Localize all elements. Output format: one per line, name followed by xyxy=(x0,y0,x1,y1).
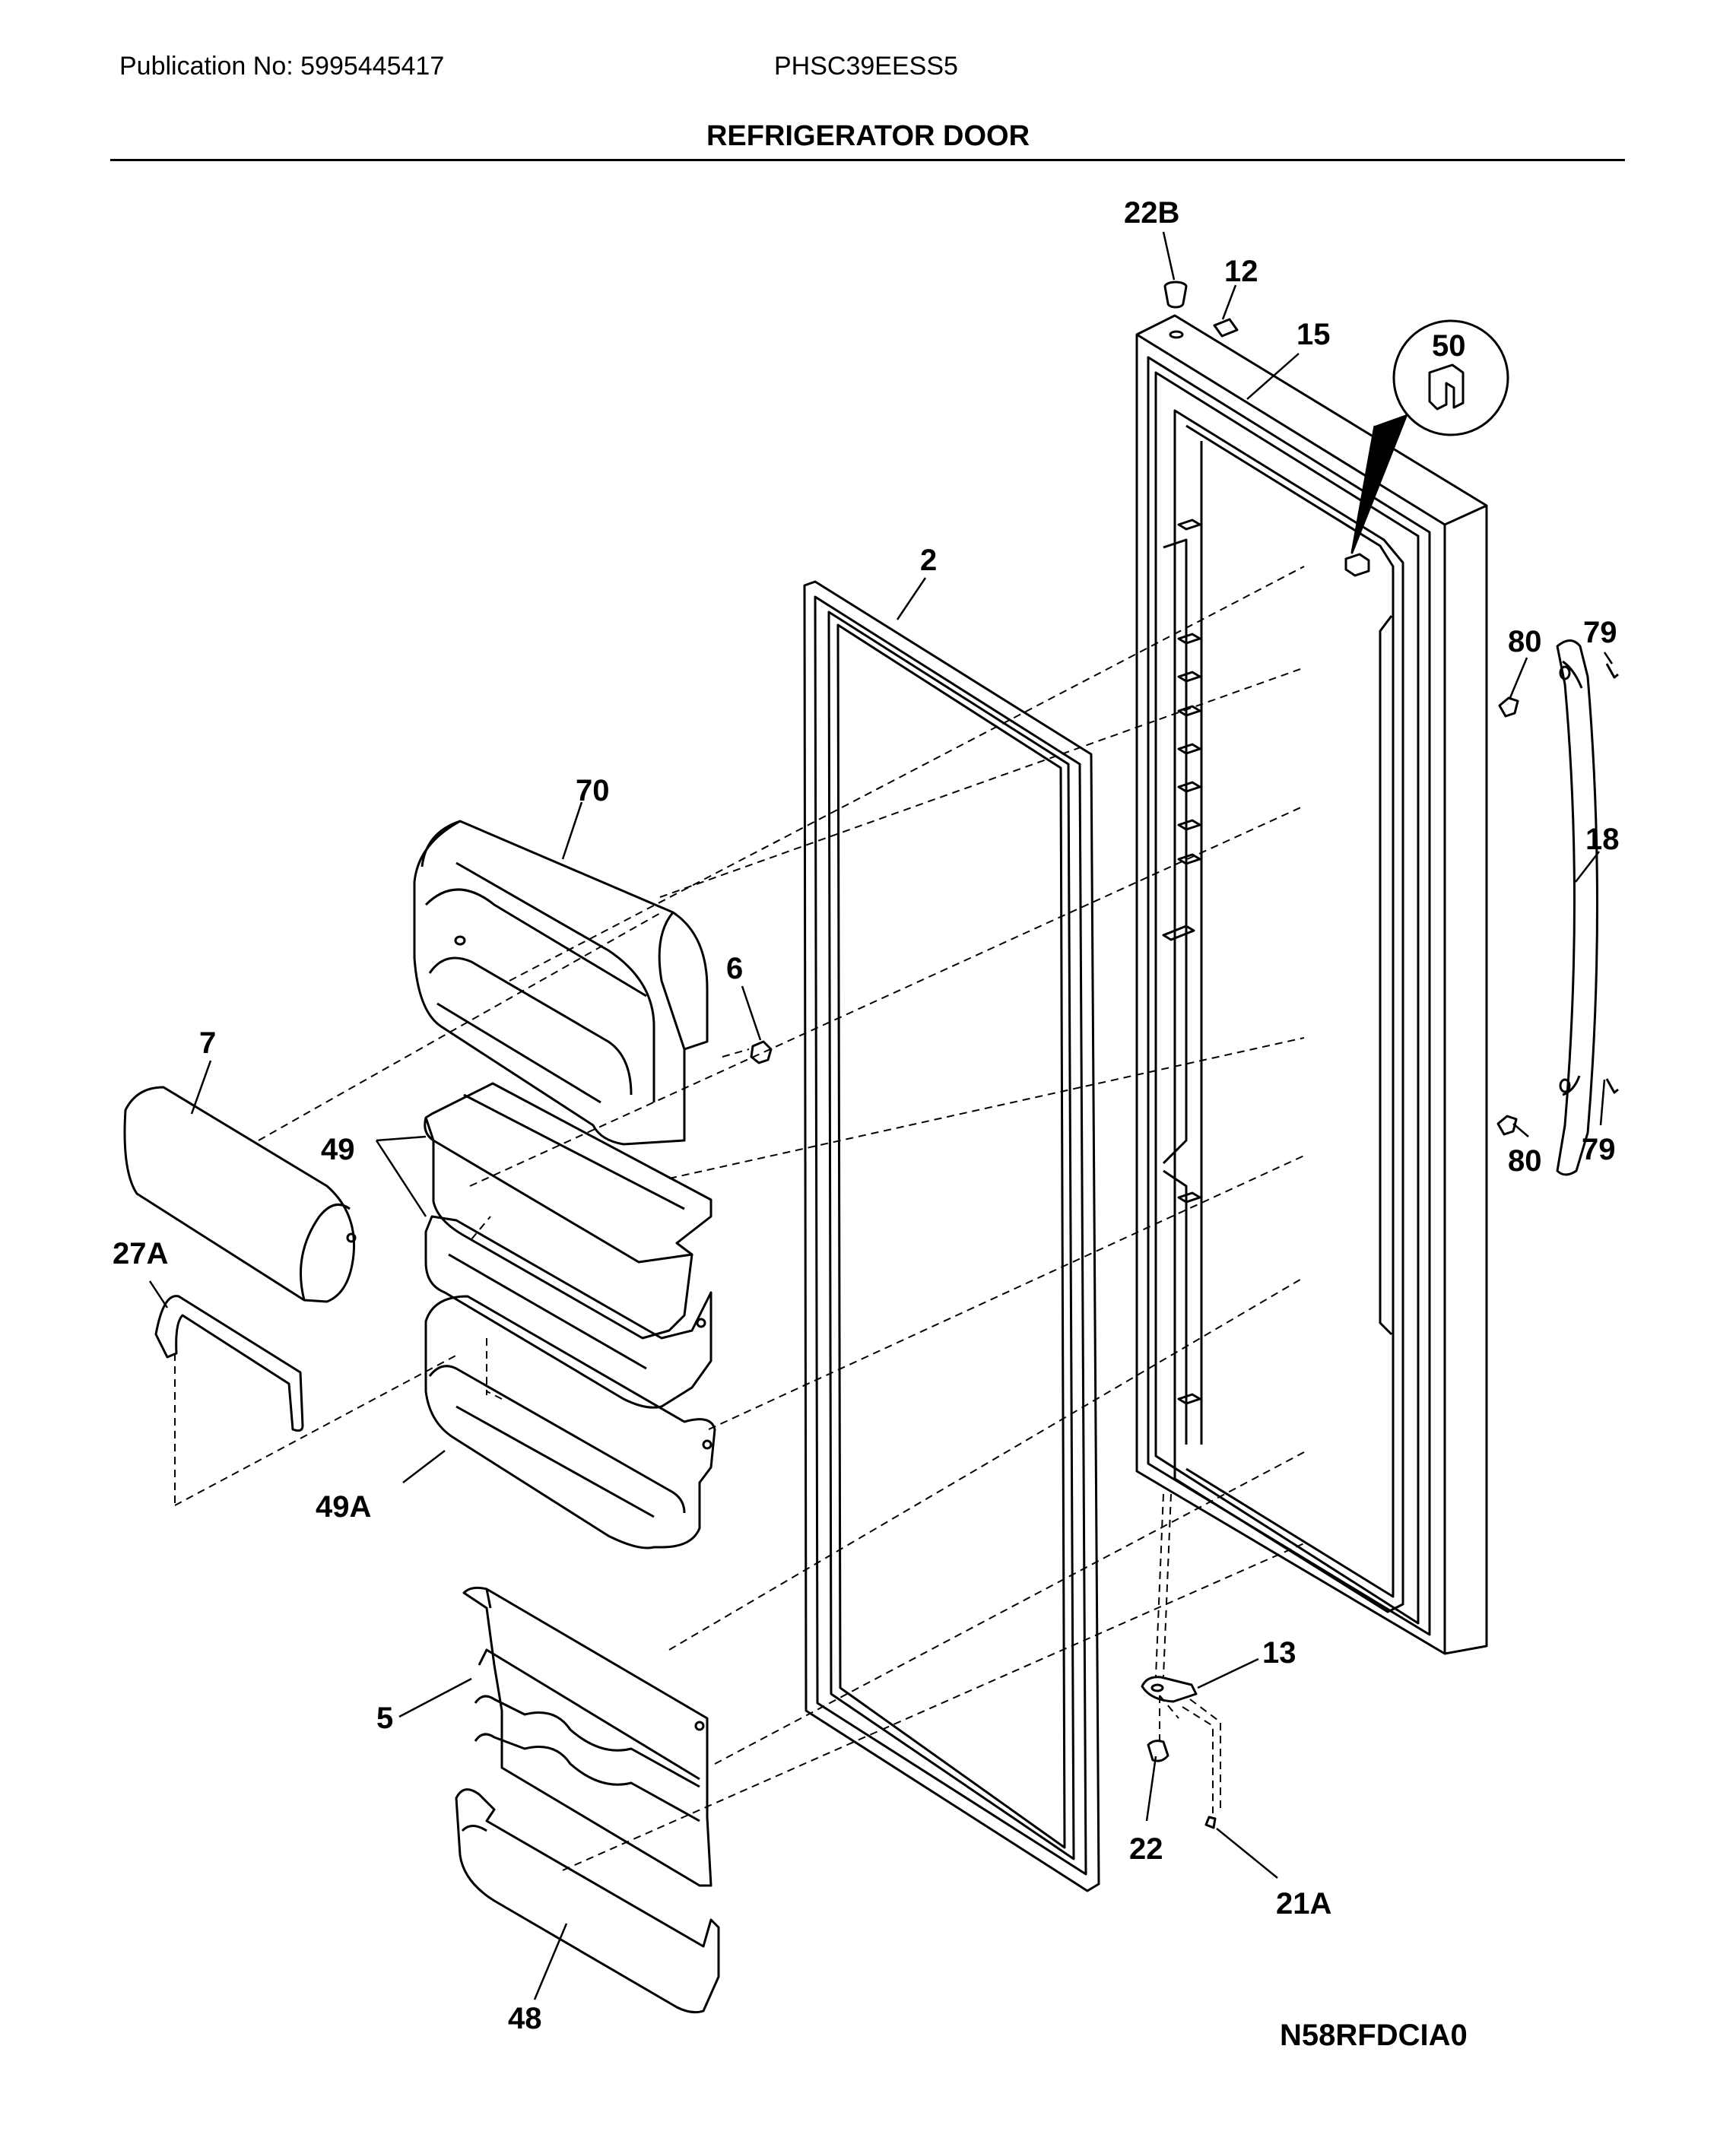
bottom-bin-part xyxy=(455,1788,720,2014)
callout-labels: 22B 12 15 50 2 80 79 18 70 6 7 49 80 79 … xyxy=(113,196,1620,2035)
callout-27a: 27A xyxy=(113,1237,168,1270)
door-bin-upper-part xyxy=(424,1082,712,1340)
clip-part xyxy=(750,1040,773,1064)
page-title: REFRIGERATOR DOOR xyxy=(706,120,1030,152)
callout-50: 50 xyxy=(1432,329,1466,363)
detail-bubble xyxy=(1392,319,1509,436)
callout-79-bottom: 79 xyxy=(1582,1133,1616,1166)
label-part xyxy=(1213,318,1239,338)
callout-80-top: 80 xyxy=(1508,625,1542,658)
door-handle-part xyxy=(1556,639,1598,1176)
callout-18: 18 xyxy=(1585,823,1620,856)
door-shelf-part xyxy=(462,1586,712,1887)
callout-70: 70 xyxy=(576,774,610,807)
door-shell-part xyxy=(1135,314,1488,1655)
callout-49: 49 xyxy=(321,1133,355,1166)
title-rule xyxy=(110,159,1625,161)
callout-15: 15 xyxy=(1296,318,1331,351)
callout-5: 5 xyxy=(376,1702,393,1735)
callout-6: 6 xyxy=(726,952,743,985)
callout-48: 48 xyxy=(508,2002,542,2035)
callout-2: 2 xyxy=(920,544,937,577)
bin-cover-part xyxy=(123,1086,357,1303)
screw-part xyxy=(1204,1816,1217,1829)
hinge-pin-part xyxy=(1147,1740,1169,1762)
callout-49a: 49A xyxy=(316,1490,371,1524)
callout-12: 12 xyxy=(1224,255,1258,288)
leader-lines xyxy=(148,231,1614,2000)
plug-part xyxy=(1163,281,1188,309)
door-gasket-part xyxy=(803,580,1100,1892)
door-bin-lower-part xyxy=(424,1295,716,1549)
hinge-part xyxy=(1141,1676,1198,1703)
callout-7: 7 xyxy=(199,1026,216,1060)
diagram-code: N58RFDCIA0 xyxy=(1280,2019,1468,2052)
callout-79-top: 79 xyxy=(1583,616,1617,649)
dairy-bin-part xyxy=(413,820,709,1146)
model-number: PHSC39EESS5 xyxy=(774,52,958,81)
alignment-lines xyxy=(174,566,1305,1871)
callout-22b: 22B xyxy=(1124,196,1179,230)
door-bin-middle-part xyxy=(424,1215,712,1409)
callout-13: 13 xyxy=(1262,1636,1296,1670)
publication-number: Publication No: 5995445417 xyxy=(119,52,445,81)
callout-21a: 21A xyxy=(1276,1887,1331,1921)
callout-80-bottom: 80 xyxy=(1508,1144,1542,1178)
callout-22: 22 xyxy=(1129,1832,1163,1866)
cover-handle-part xyxy=(154,1295,304,1432)
